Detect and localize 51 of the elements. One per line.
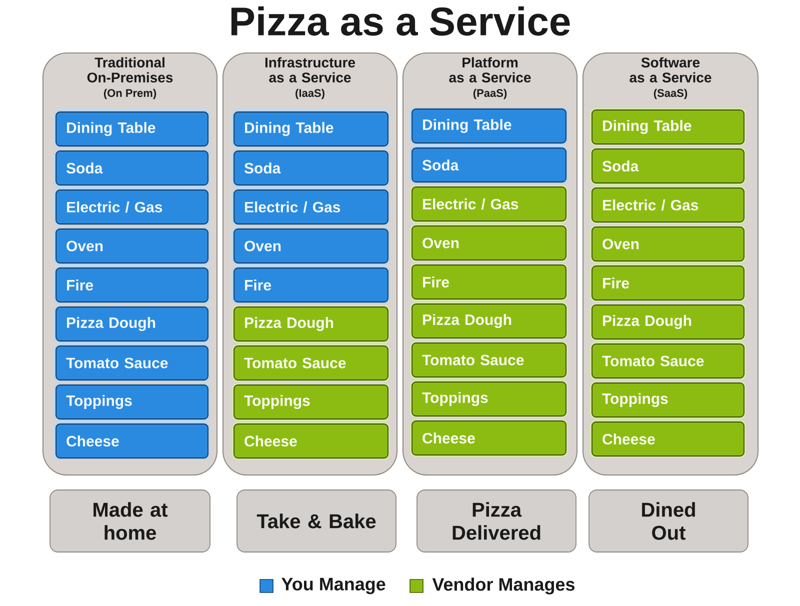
legend-label: Vendor Manages <box>432 578 574 594</box>
item-box: Electric / Gas <box>410 185 568 223</box>
item-box: Electric / Gas <box>232 188 390 226</box>
item-box: Electric / Gas <box>590 186 746 224</box>
item-box: Fire <box>54 266 210 304</box>
column-subheading: (PaaS) <box>473 88 507 100</box>
item-box: Tomato Sauce <box>590 342 746 380</box>
column-subheading: (On Prem) <box>104 88 156 100</box>
item-box: Dining Table <box>590 108 746 146</box>
column-heading: Traditional On-Premises <box>87 57 173 82</box>
item-box: Dining Table <box>410 107 568 145</box>
column-subheading: (IaaS) <box>296 88 324 100</box>
column-subheading: (SaaS) <box>654 88 688 100</box>
item-box: Dining Table <box>232 110 390 148</box>
legend-label: You Manage <box>282 578 386 594</box>
item-box: Soda <box>590 147 746 185</box>
item-box: Toppings <box>232 383 390 421</box>
item-box: Oven <box>232 227 390 265</box>
item-box: Pizza Dough <box>410 302 568 340</box>
item-box: Electric / Gas <box>54 188 210 226</box>
item-box: Cheese <box>590 420 746 458</box>
item-box: Dining Table <box>54 110 210 148</box>
item-box: Tomato Sauce <box>54 344 210 382</box>
item-box: Fire <box>410 263 568 301</box>
column-heading: Infrastructure as a Service <box>265 57 356 82</box>
item-box: Pizza Dough <box>232 305 390 343</box>
item-box: Toppings <box>54 383 210 421</box>
item-box: Cheese <box>410 419 568 457</box>
item-box: Tomato Sauce <box>232 344 390 382</box>
item-box: Toppings <box>590 381 746 419</box>
title: Pizza as a Service <box>231 6 570 36</box>
item-box: Soda <box>410 146 568 184</box>
item-box: Oven <box>410 224 568 262</box>
outcome-box: Pizza Delivered <box>416 490 576 552</box>
item-box: Oven <box>54 227 210 265</box>
column-heading: Platform as a Service <box>449 57 531 82</box>
outcome-box: Made at home <box>50 490 210 552</box>
item-box: Pizza Dough <box>590 303 746 341</box>
column-heading: Software as a Service <box>630 57 712 82</box>
item-box: Fire <box>232 266 390 304</box>
outcome-box: Dined Out <box>588 490 748 552</box>
item-box: Tomato Sauce <box>410 341 568 379</box>
item-box: Cheese <box>54 422 210 460</box>
item-box: Fire <box>590 264 746 302</box>
item-box: Pizza Dough <box>54 305 210 343</box>
outcome-box: Take & Bake <box>236 490 396 552</box>
item-box: Soda <box>232 149 390 187</box>
item-box: Cheese <box>232 422 390 460</box>
item-box: Oven <box>590 225 746 263</box>
item-box: Soda <box>54 149 210 187</box>
item-box: Toppings <box>410 380 568 418</box>
